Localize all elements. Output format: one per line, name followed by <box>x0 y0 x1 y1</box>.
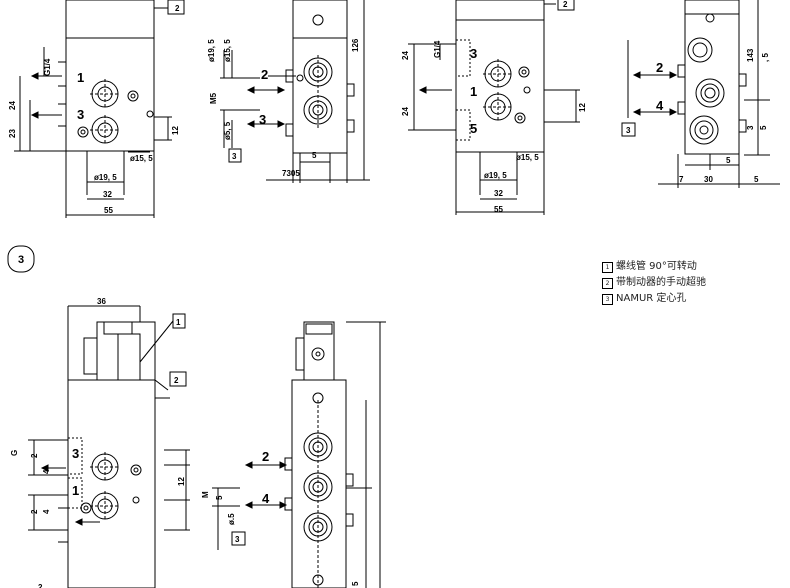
view-c-front <box>408 0 580 215</box>
dim-143-d: 143 <box>746 48 755 62</box>
dim-5-b: 5 <box>312 151 317 160</box>
section-3-badge <box>7 245 35 273</box>
dim-4b-e: 4 <box>42 509 51 514</box>
dim-32-c: 32 <box>494 189 503 198</box>
dim-phi19-a: ø19, 5 <box>94 173 117 182</box>
dim-phi19-c: ø19, 5 <box>484 171 507 180</box>
dim-30-d: 30 <box>704 175 713 184</box>
legend-text: NAMUR 定心孔 <box>616 293 687 304</box>
dim-3-d: 3 <box>746 125 755 130</box>
dim-g-e: G <box>10 450 19 456</box>
dim-2b-e: 2 <box>30 509 39 514</box>
port-3-e: 3 <box>72 446 79 461</box>
dim-5b-d: 5 <box>759 125 768 130</box>
port-3-a: 3 <box>77 107 84 122</box>
callout-1-e: 1 <box>176 318 181 327</box>
dim-phi5-f: ø.5 <box>227 513 236 525</box>
callout-2-c: 2 <box>563 0 568 9</box>
dim-7-d: 7 <box>679 175 684 184</box>
dim-g14-a: G1/4 <box>43 58 52 76</box>
dim-24b-c: 24 <box>401 107 410 116</box>
callout-3-f: 3 <box>235 535 240 544</box>
legend-item: 1 螺线管 90°可转动 <box>602 259 706 275</box>
port-2-b: 2 <box>261 67 268 82</box>
view-a-front <box>14 0 185 218</box>
dim-12-c: 12 <box>578 103 587 112</box>
dim-24-a: 24 <box>8 101 17 110</box>
dim-32-a: 32 <box>103 190 112 199</box>
legend-num: 3 <box>602 293 613 305</box>
port-2-d: 2 <box>656 60 663 75</box>
dim-phi15-b: ø15, 5 <box>223 39 232 62</box>
dim-5d-d: 5 <box>754 175 759 184</box>
legend: 1 螺线管 90°可转动 2 带制动器的手动超驰 3 NAMUR 定心孔 <box>602 259 706 307</box>
dim-5c-d: 5 <box>726 156 731 165</box>
callout-2-e-bottom: 2 <box>38 583 43 588</box>
port-4-d: 4 <box>656 98 664 113</box>
view-e-front <box>28 305 190 588</box>
port-3-b: 3 <box>259 112 266 127</box>
view-b-side <box>220 0 370 183</box>
view-f-side <box>212 321 386 588</box>
dim-g14-c: G1/4 <box>433 40 442 58</box>
view-d-side <box>621 0 780 188</box>
dim-126-b: 126 <box>351 38 360 52</box>
dim-23-a: 23 <box>8 129 17 138</box>
dim-55-c: 55 <box>494 205 503 214</box>
dim-12-e: 12 <box>177 477 186 486</box>
callout-2-a: 2 <box>175 4 180 13</box>
dim-phi15-a: ø15, 5 <box>130 154 153 163</box>
legend-text: 带制动器的手动超驰 <box>616 277 706 288</box>
dim-2a-e: 2 <box>30 453 39 458</box>
legend-num: 1 <box>602 261 613 273</box>
dim-7305-b: 7305 <box>282 169 300 178</box>
port-2-f: 2 <box>262 449 269 464</box>
legend-text: 螺线管 90°可转动 <box>616 261 697 272</box>
dim-24a-c: 24 <box>401 51 410 60</box>
legend-item: 2 带制动器的手动超驰 <box>602 275 706 291</box>
dim-55-a: 55 <box>104 206 113 215</box>
port-5-c: 5 <box>470 121 477 136</box>
callout-3-b: 3 <box>232 152 237 161</box>
dim-m5-b: M5 <box>209 92 218 104</box>
port-1-a: 1 <box>77 70 84 85</box>
dim-5-f: 5 <box>215 495 224 500</box>
section-label: 3 <box>18 254 24 266</box>
dim-m-f: M <box>201 491 210 498</box>
dim-phi19-b: ø19, 5 <box>207 39 216 62</box>
port-1-c: 1 <box>470 84 477 99</box>
callout-2-e: 2 <box>174 376 179 385</box>
callout-3-d: 3 <box>626 126 631 135</box>
legend-item: 3 NAMUR 定心孔 <box>602 291 706 307</box>
dim-36-e: 36 <box>97 297 106 306</box>
port-3-c: 3 <box>470 46 477 61</box>
port-1-e: 1 <box>72 483 79 498</box>
dim-phi15-c: ø15, 5 <box>516 153 539 162</box>
dim-12-a: 12 <box>171 126 180 135</box>
dim-5b-f: 5 <box>351 581 360 586</box>
dim-4a-e: 4 <box>42 469 51 474</box>
dim-phi5-b: ø5, 5 <box>223 121 232 140</box>
port-4-f: 4 <box>262 491 270 506</box>
legend-num: 2 <box>602 277 613 289</box>
dim-5-d: , 5 <box>761 53 770 62</box>
